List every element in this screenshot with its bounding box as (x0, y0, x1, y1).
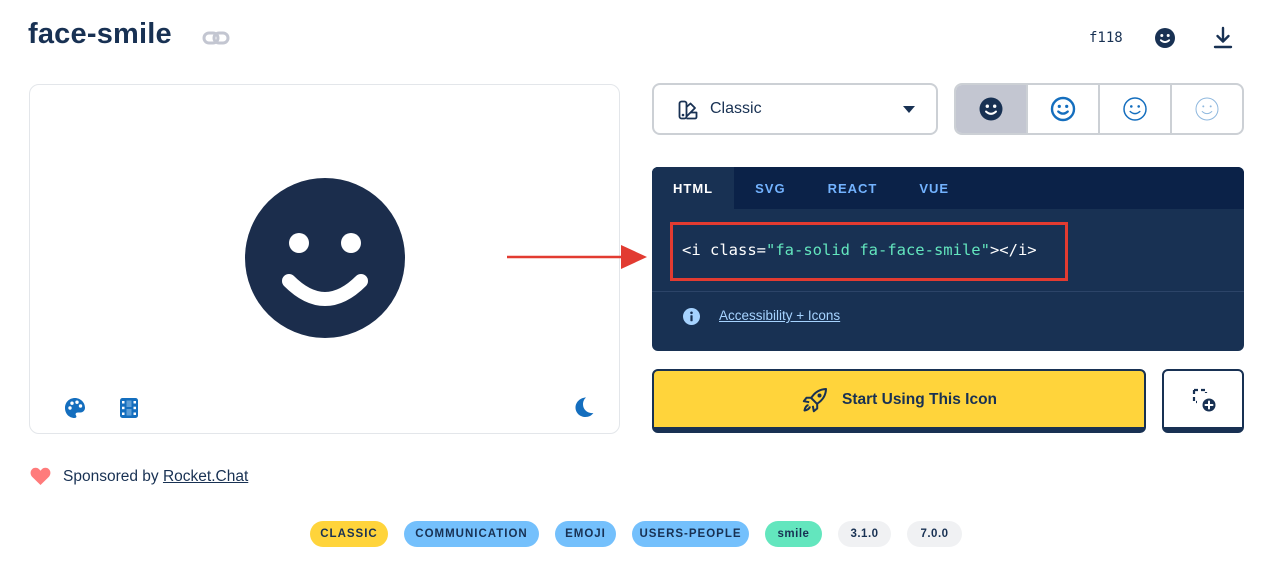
icon-preview-panel (29, 84, 620, 434)
style-solid-button[interactable] (956, 85, 1028, 133)
tag-emoji[interactable]: EMOJI (555, 521, 616, 547)
tab-vue[interactable]: VUE (919, 180, 950, 196)
style-thin-button[interactable] (1172, 85, 1242, 133)
moon-icon[interactable] (573, 396, 595, 418)
download-icon[interactable] (1212, 26, 1234, 50)
tag-classic[interactable]: CLASSIC (310, 521, 388, 547)
page-title: face-smile (28, 18, 172, 50)
style-variant-group (954, 83, 1244, 135)
unicode-value[interactable]: f118 (1089, 30, 1123, 46)
code-suffix: ></i> (989, 241, 1037, 259)
accessibility-link[interactable]: Accessibility + Icons (719, 308, 841, 323)
start-button-label: Start Using This Icon (842, 391, 998, 408)
style-regular-button[interactable] (1028, 85, 1100, 133)
heart-icon (30, 467, 51, 485)
code-prefix: <i class= (682, 241, 766, 259)
sponsor-text: Sponsored by Rocket.Chat (63, 468, 248, 486)
style-select-value: Classic (710, 100, 762, 117)
tag-list: CLASSIC COMMUNICATION EMOJI USERS-PEOPLE… (0, 521, 1269, 547)
tag-smile[interactable]: smile (765, 521, 822, 547)
style-select-dropdown[interactable]: Classic (652, 83, 938, 135)
code-tabs: HTML SVG REACT VUE (652, 167, 1244, 209)
tab-react[interactable]: REACT (827, 180, 878, 196)
face-smile-regular-icon (1050, 96, 1076, 122)
tag-communication[interactable]: COMMUNICATION (404, 521, 539, 547)
sponsor-prefix: Sponsored by (63, 468, 163, 485)
tab-html[interactable]: HTML (652, 167, 735, 209)
tab-svg[interactable]: SVG (755, 180, 786, 196)
palette-icon[interactable] (64, 397, 86, 419)
code-snippet-panel: HTML SVG REACT VUE <i class="fa-solid fa… (652, 167, 1244, 351)
tag-version-3-1-0[interactable]: 3.1.0 (838, 521, 891, 547)
face-smile-solid-icon (979, 97, 1003, 121)
face-smile-icon[interactable] (1154, 27, 1176, 49)
code-highlight-box: <i class="fa-solid fa-face-smile"></i> (670, 222, 1068, 281)
code-snippet[interactable]: <i class="fa-solid fa-face-smile"></i> (682, 241, 1037, 259)
face-smile-light-icon (1123, 97, 1147, 121)
add-to-kit-button[interactable] (1162, 369, 1244, 433)
caret-down-icon (903, 106, 915, 113)
annotation-arrow (507, 245, 647, 269)
tag-version-7-0-0[interactable]: 7.0.0 (907, 521, 962, 547)
swatchbook-icon (678, 100, 698, 120)
style-light-button[interactable] (1100, 85, 1172, 133)
code-divider (652, 291, 1244, 292)
link-icon[interactable] (202, 28, 230, 48)
sponsor-link[interactable]: Rocket.Chat (162, 468, 249, 485)
info-circle-icon (683, 308, 700, 325)
square-dashed-plus-icon (1192, 388, 1216, 412)
code-class-string: "fa-solid fa-face-smile" (766, 241, 990, 259)
face-smile-thin-icon (1195, 97, 1219, 121)
film-icon[interactable] (119, 397, 139, 419)
tag-users-people[interactable]: USERS-PEOPLE (632, 521, 749, 547)
face-smile-icon (245, 178, 405, 338)
start-using-icon-button[interactable]: Start Using This Icon (652, 369, 1146, 433)
rocket-icon (802, 388, 827, 413)
